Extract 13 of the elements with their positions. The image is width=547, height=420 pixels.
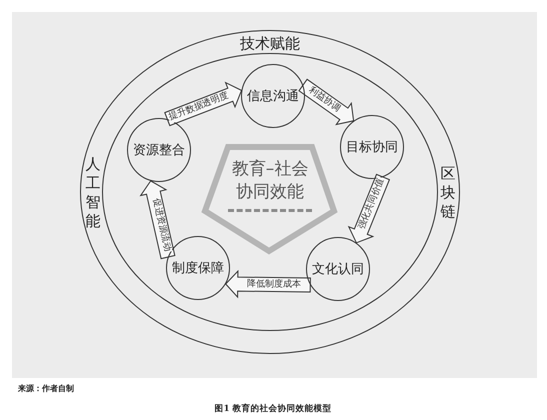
pentagon-frame: [200, 141, 340, 257]
circle-label: 文化认同: [312, 261, 364, 278]
band-label: 技术赋能: [240, 34, 300, 54]
source-note: 来源：作者自制: [18, 383, 74, 394]
circle-label: 制度保障: [172, 260, 224, 277]
edge-label: 降低制度成本: [246, 278, 302, 290]
circle-label: 资源整合: [133, 142, 185, 159]
band-label: 区块链: [440, 164, 456, 222]
center-title: 教育–社会协同效能: [230, 158, 310, 204]
circle-label: 信息沟通: [247, 88, 299, 105]
circle-label: 目标协同: [346, 139, 398, 156]
band-label: 人工智能: [85, 155, 101, 231]
figure-caption: 图1 教育的社会协同效能模型: [214, 403, 332, 415]
